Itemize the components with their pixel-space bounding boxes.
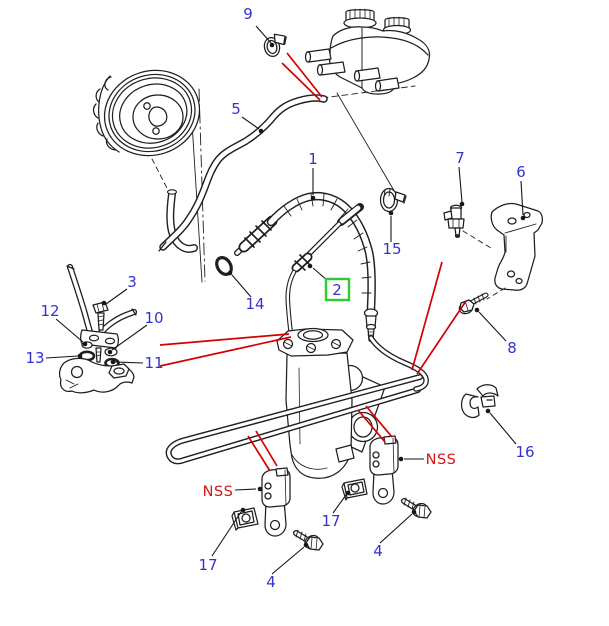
part-steering-pump: [276, 327, 386, 479]
callout-11[interactable]: 11: [144, 354, 163, 372]
leader-line: [332, 494, 347, 514]
leader-dot: [269, 42, 275, 48]
leader-line: [111, 324, 148, 351]
callout-17b[interactable]: 17: [321, 512, 340, 530]
part-pump-pulley: [92, 69, 201, 157]
part-pipe-clip-16: [460, 384, 499, 419]
leader-dot: [398, 456, 404, 462]
emphasis-line: [365, 405, 393, 438]
leader-line: [55, 318, 84, 343]
leader-dot: [474, 307, 480, 313]
leader-dot: [257, 486, 263, 492]
callout-12[interactable]: 12: [40, 302, 59, 320]
leader-dot: [227, 270, 233, 276]
callout-3[interactable]: 3: [127, 273, 137, 291]
highlight-box: [324, 277, 351, 302]
leader-dot: [258, 128, 264, 134]
emphasis-line: [159, 333, 290, 346]
callout-1[interactable]: 1: [308, 150, 318, 168]
callout-2[interactable]: 2: [332, 281, 342, 299]
callout-14[interactable]: 14: [245, 295, 264, 313]
part-pipe-clamp-nss-right: [369, 435, 399, 505]
callout-layer: 9 5 1 15 7 6 2 14 3 12 10 13 11 8 16 17 4 17 4 NSS NSS: [25, 5, 534, 591]
leader-line: [489, 412, 517, 445]
leader-line: [241, 116, 260, 130]
leader-dot: [303, 542, 309, 548]
part-pipe-2: [285, 203, 364, 337]
emphasis-line: [159, 336, 292, 367]
leader-line: [271, 546, 305, 575]
leader-dot: [485, 408, 491, 414]
leader-line: [255, 25, 272, 44]
leader-dot: [388, 210, 394, 216]
part-hose-clamp-9: [263, 33, 287, 58]
leader-dot: [110, 359, 116, 365]
leader-line: [520, 180, 524, 216]
leader-line: [211, 511, 242, 557]
leader-line: [478, 311, 507, 342]
emphasis-line: [411, 261, 443, 371]
leader-line: [234, 488, 257, 491]
nss-label: NSS: [426, 452, 457, 468]
part-pressure-hose-1: [234, 191, 379, 343]
part-flange-bolt-4-right: [401, 497, 432, 519]
leader-dot: [240, 507, 246, 513]
emphasis-line: [416, 300, 467, 375]
emphasis-line: [255, 430, 278, 467]
part-mounting-bracket-6: [486, 202, 543, 300]
part-banjo-union-group: [58, 263, 138, 394]
callout-15[interactable]: 15: [382, 240, 401, 258]
leader-line: [45, 355, 79, 359]
callout-9[interactable]: 9: [243, 5, 253, 23]
leader-dot: [307, 263, 313, 269]
part-flange-bolt-4-left: [293, 529, 324, 551]
leader-line: [231, 274, 252, 298]
part-fluid-reservoir: [304, 8, 431, 195]
leader-dot: [107, 349, 113, 355]
callout-6[interactable]: 6: [516, 163, 526, 181]
callout-17a[interactable]: 17: [198, 556, 217, 574]
emphasis-line: [247, 435, 271, 472]
part-pipe-clamp-nss-left: [261, 467, 291, 537]
leader-line: [379, 513, 413, 544]
callout-8[interactable]: 8: [507, 339, 517, 357]
emphasis-line: [286, 52, 323, 98]
callout-16[interactable]: 16: [515, 443, 534, 461]
leader-line: [458, 166, 463, 203]
leader-dot: [345, 490, 351, 496]
callout-4b[interactable]: 4: [373, 542, 383, 560]
leader-dot: [101, 300, 107, 306]
emphasis-lines: [159, 52, 467, 472]
callout-13[interactable]: 13: [25, 349, 44, 367]
leader-dot: [459, 201, 465, 207]
emphasis-line: [357, 409, 386, 443]
part-switch-valve-7: [443, 204, 492, 249]
part-clip-nut-17-right: [341, 478, 368, 501]
callout-5[interactable]: 5: [231, 100, 241, 118]
part-bolt-8: [458, 292, 489, 315]
callout-10[interactable]: 10: [144, 309, 163, 327]
nss-label: NSS: [203, 484, 234, 500]
leader-dot: [520, 215, 526, 221]
leader-dot: [82, 341, 88, 347]
callout-7[interactable]: 7: [455, 149, 465, 167]
leader-dot: [411, 509, 417, 515]
leader-line: [114, 361, 144, 364]
leader-dot: [77, 353, 83, 359]
callout-4a[interactable]: 4: [266, 573, 276, 591]
leader-line: [105, 288, 128, 305]
leader-dot: [310, 195, 316, 201]
part-hose-clamp-15: [379, 187, 407, 213]
emphasis-line: [281, 62, 321, 101]
part-suction-hose-5: [158, 94, 328, 252]
